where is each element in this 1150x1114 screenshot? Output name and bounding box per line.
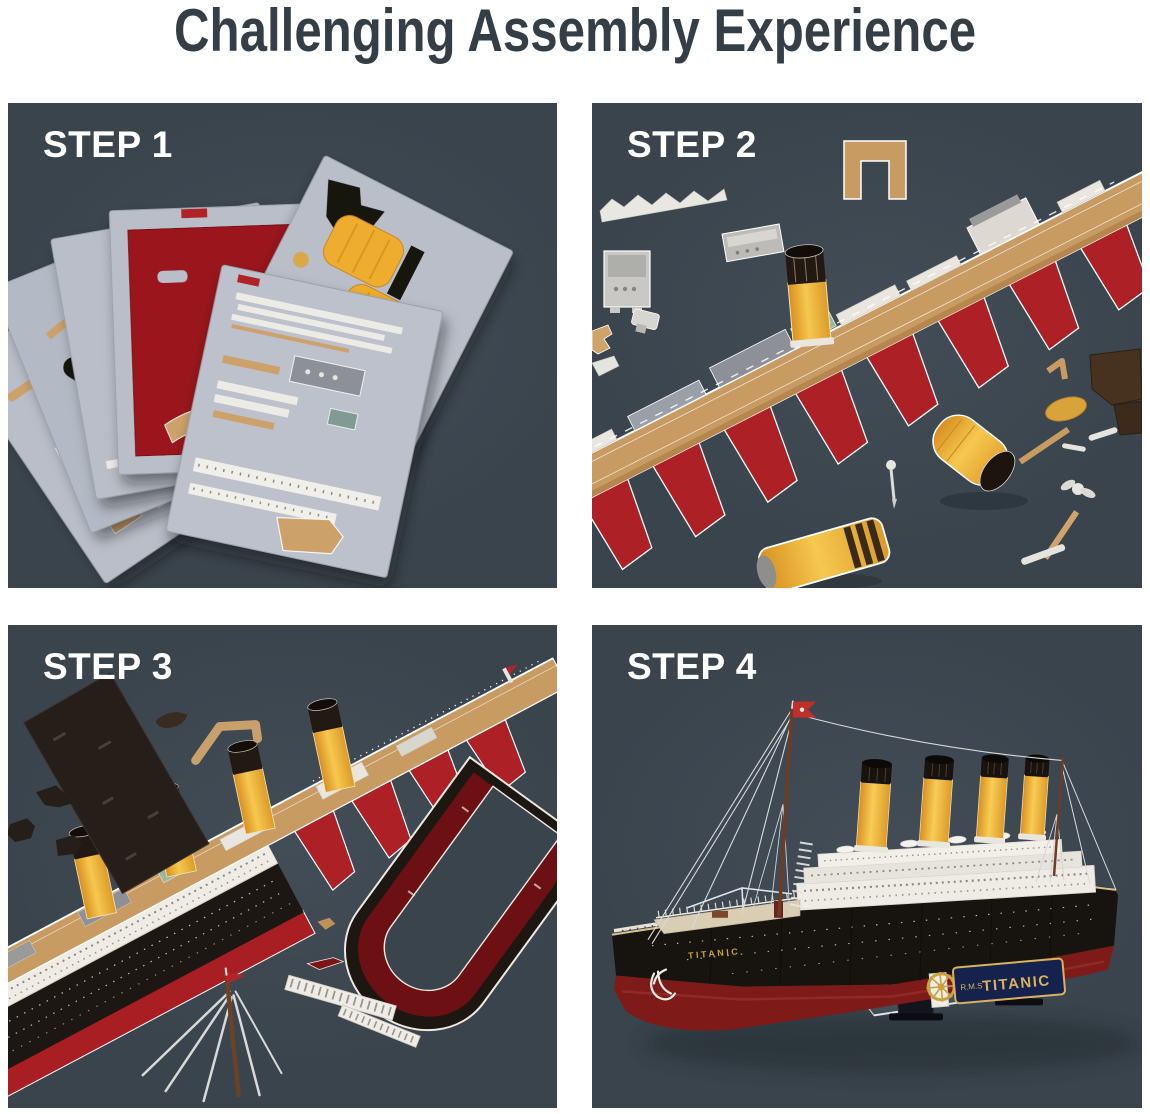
ladder-strip — [284, 974, 397, 1021]
step-1-label: STEP 1 — [43, 124, 173, 165]
ladder-strip-2 — [337, 1004, 421, 1048]
page-title: Challenging Assembly Experience — [173, 0, 977, 64]
dark-curl-piece — [155, 712, 188, 728]
step-2-panel: STEP 2 — [592, 103, 1142, 588]
nameplate-name: TITANIC — [982, 972, 1052, 995]
header: Challenging Assembly Experience — [0, 0, 1150, 103]
funnels — [854, 754, 1050, 854]
black-sheet-piece — [22, 672, 210, 895]
steps-grid: STEP 1 — [8, 103, 1142, 1108]
masts-and-rigging — [647, 700, 1117, 944]
tan-stick — [1018, 426, 1070, 465]
deckhouse-block-small — [721, 223, 785, 263]
small-white-parts — [1060, 427, 1118, 498]
arch-piece — [843, 140, 907, 200]
tiny-red-bit — [306, 957, 345, 971]
tan-bracket-piece — [191, 720, 263, 765]
ground-shadow — [642, 1013, 1142, 1074]
funnel-lying — [932, 414, 1016, 492]
nameplate-prefix: R.M.S — [960, 981, 983, 992]
bow-deck — [653, 887, 801, 935]
yellow-oval-piece — [1045, 396, 1087, 422]
step3-illustration-partial-ship — [8, 657, 557, 1108]
bow-anchor — [650, 968, 677, 1001]
stern-skin-piece — [343, 755, 557, 1032]
step1-illustration-sheets — [8, 155, 513, 584]
edge-white-piece — [592, 355, 620, 377]
step-3-panel: STEP 3 — [8, 625, 557, 1108]
deckhouse-block-large — [603, 250, 651, 313]
sheet-stack — [8, 155, 513, 584]
step4-illustration-finished-model: TITANIC — [611, 700, 1142, 1074]
tiny-tan-bit — [317, 917, 336, 930]
tan-L-piece — [1046, 358, 1068, 380]
step2-illustration-skeleton — [592, 140, 1142, 588]
mast-assembly — [141, 967, 283, 1103]
clip-piece — [631, 308, 660, 334]
funnel-flat-piece — [756, 517, 891, 588]
step-1-panel: STEP 1 — [8, 103, 557, 588]
dark-flat-pieces — [1089, 348, 1142, 436]
edge-comb-piece — [592, 324, 613, 355]
flag — [791, 700, 816, 718]
step-2-label: STEP 2 — [627, 124, 757, 165]
step-4-label: STEP 4 — [627, 646, 757, 687]
serrated-strip — [599, 188, 728, 223]
white-bar — [1021, 544, 1066, 565]
puzzle-sheet-6 — [165, 264, 443, 578]
hull-black-side — [612, 886, 1118, 987]
black-jigsaw-bits — [8, 785, 82, 857]
tan-stick-2 — [1042, 510, 1080, 560]
nameplate: R.M.S TITANIC — [926, 957, 1066, 1009]
white-pin — [886, 460, 897, 509]
hull-red-bottom — [614, 945, 1114, 1031]
partial-ship-hull — [8, 657, 557, 1108]
step-4-panel: TITANIC — [592, 625, 1142, 1108]
step-3-label: STEP 3 — [43, 646, 173, 687]
loose-parts — [592, 140, 1142, 588]
funnel-standing — [784, 244, 835, 348]
bow-name-text: TITANIC — [688, 946, 741, 960]
